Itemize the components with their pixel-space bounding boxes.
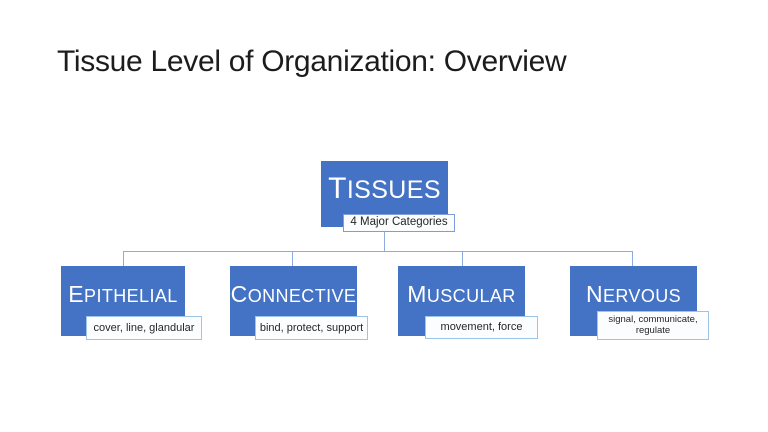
connector-rail bbox=[123, 251, 633, 252]
connector-drop-muscular bbox=[462, 251, 463, 266]
node-muscular-caption: movement, force bbox=[425, 316, 538, 339]
connector-drop-connective bbox=[292, 251, 293, 266]
node-epithelial: EPITHELIAL bbox=[61, 266, 185, 336]
slide-title: Tissue Level of Organization: Overview bbox=[57, 45, 567, 78]
node-tissues-caption: 4 Major Categories bbox=[343, 214, 455, 232]
node-connective-caption: bind, protect, support bbox=[255, 316, 368, 340]
node-epithelial-label: EPITHELIAL bbox=[68, 281, 178, 307]
node-connective-label: CONNECTIVE bbox=[230, 281, 357, 307]
node-muscular-label: MUSCULAR bbox=[407, 281, 516, 307]
node-epithelial-caption: cover, line, glandular bbox=[86, 316, 202, 340]
connector-drop-epithelial bbox=[123, 251, 124, 266]
node-nervous-label: NERVOUS bbox=[585, 281, 682, 307]
node-tissues-label: TISSUES bbox=[328, 172, 441, 205]
connector-root-stub bbox=[384, 232, 385, 252]
connector-drop-nervous bbox=[632, 251, 633, 266]
node-nervous-caption: signal, communicate, regulate bbox=[597, 311, 709, 340]
